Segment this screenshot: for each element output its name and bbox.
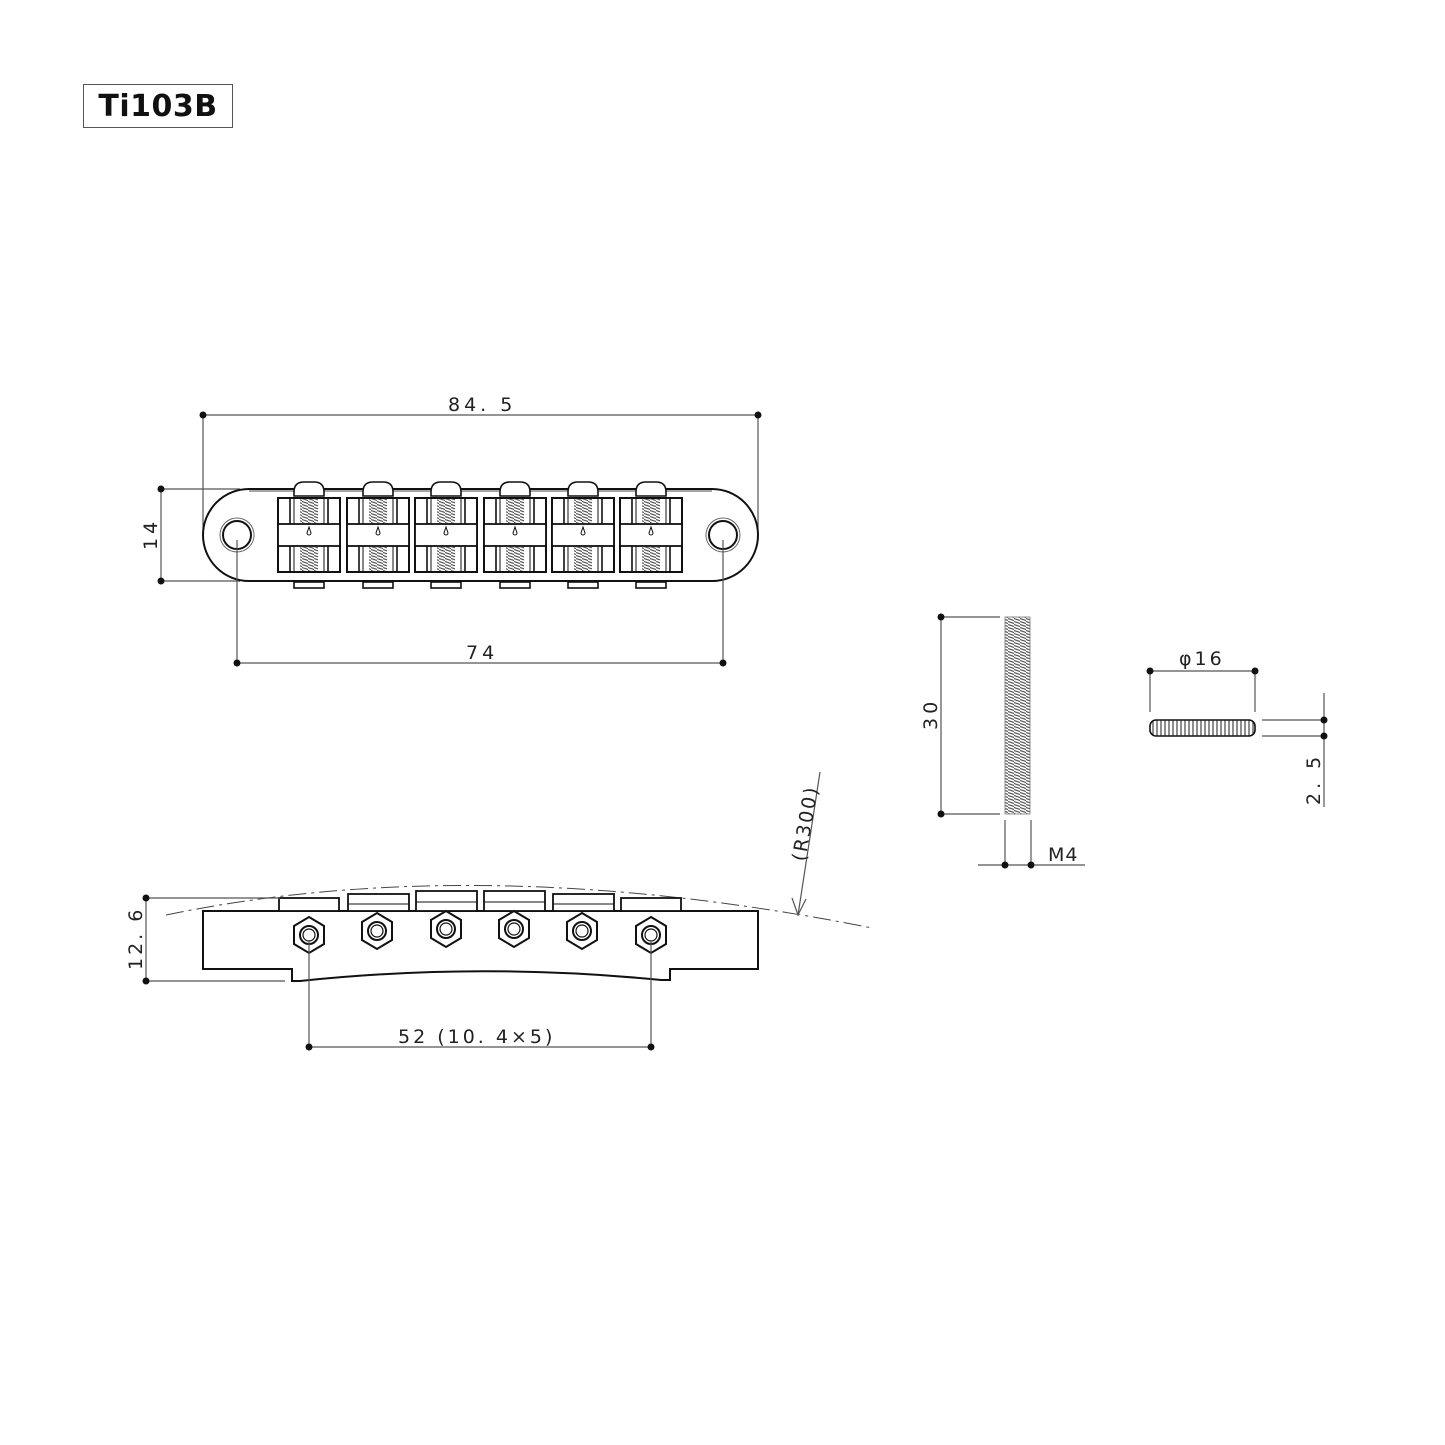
dim-radius: (R300) [788,784,823,863]
dim-string-spacing: 52 (10. 4×5) [398,1026,555,1048]
wheel-view: φ16 2. 5 [1146,648,1328,807]
dim-overall-length: 84. 5 [448,394,516,416]
dim-side-height: 12. 6 [125,907,147,970]
dim-post-spacing: 74 [466,642,498,664]
dim-stud-thread: M4 [1048,844,1078,866]
dim-top-height: 14 [140,518,162,550]
top-view: 84. 5 14 74 [140,394,762,667]
dim-stud-length: 30 [920,698,942,730]
stud-view: 30 M4 [920,613,1085,869]
side-view: (R300) 12. 6 52 (10. 4×5) [125,771,873,1051]
dim-wheel-diameter: φ16 [1179,648,1225,670]
model-label-box: Ti103B [83,84,233,128]
model-label: Ti103B [98,88,218,124]
dim-wheel-thickness: 2. 5 [1303,753,1325,805]
